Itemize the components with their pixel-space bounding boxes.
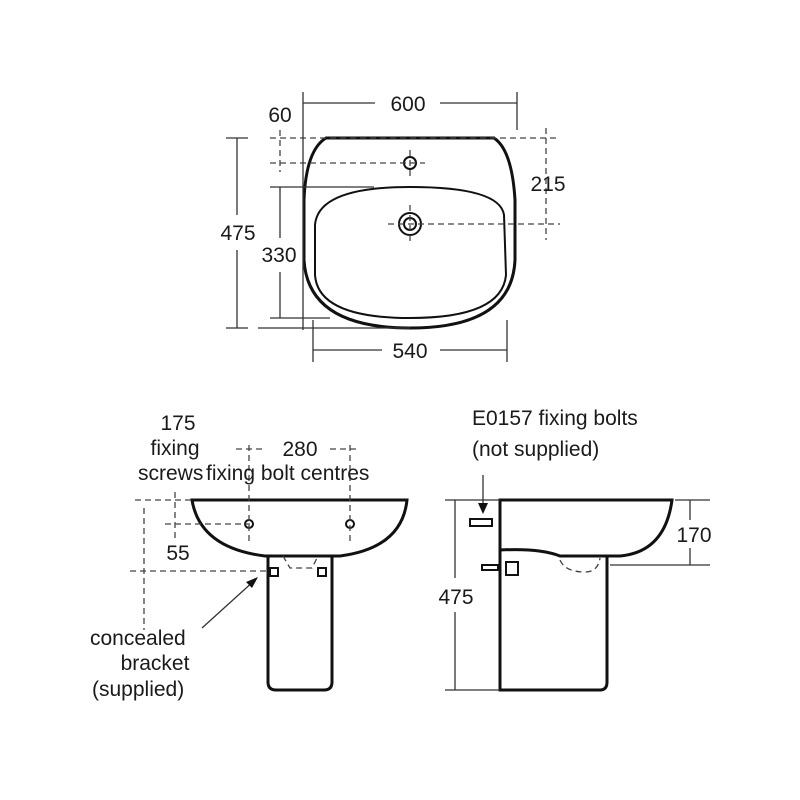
front-view: 175 fixing screws 280 fixing bolt centre… bbox=[90, 412, 409, 701]
arrow-head-icon bbox=[246, 577, 258, 588]
dimension-540: 540 bbox=[392, 340, 427, 363]
label-fixing-bolt-centres: fixing bolt centres bbox=[206, 462, 369, 485]
fixing-bolt-lower bbox=[481, 564, 499, 571]
label-fixing: fixing bbox=[150, 437, 199, 460]
bracket bbox=[269, 567, 279, 577]
bracket bbox=[505, 561, 519, 576]
bowl-outline bbox=[314, 185, 508, 320]
label-not-supplied: (not supplied) bbox=[472, 438, 599, 461]
arrow-head-icon bbox=[478, 503, 488, 514]
basin-front-outline bbox=[190, 498, 409, 558]
pedestal-front bbox=[266, 556, 334, 692]
arrow-line bbox=[201, 579, 256, 629]
dimension-475-side: 475 bbox=[438, 586, 473, 609]
plan-view: 600 60 475 330 215 540 bbox=[220, 92, 566, 363]
dimension-330: 330 bbox=[261, 244, 296, 267]
label-screws: screws bbox=[138, 462, 203, 485]
dimension-280: 280 bbox=[282, 438, 317, 461]
bracket bbox=[317, 567, 327, 577]
basin-outline bbox=[302, 136, 517, 330]
side-view: E0157 fixing bolts (not supplied) 475 17… bbox=[438, 407, 712, 692]
pedestal-hidden-line bbox=[559, 557, 601, 573]
pedestal-side bbox=[498, 550, 609, 692]
dimension-215: 215 bbox=[530, 173, 565, 196]
pedestal-hidden-line bbox=[282, 555, 319, 569]
dimension-475: 475 bbox=[220, 222, 255, 245]
dimension-60: 60 bbox=[268, 104, 291, 127]
label-e0157-bolts: E0157 fixing bolts bbox=[472, 407, 638, 430]
label-concealed: concealed bbox=[90, 627, 186, 650]
basin-side-outline bbox=[498, 498, 674, 558]
dimension-170: 170 bbox=[676, 524, 711, 547]
fixing-bolt-upper bbox=[469, 518, 493, 527]
dimension-55: 55 bbox=[166, 542, 189, 565]
label-bracket: bracket bbox=[121, 652, 190, 675]
label-supplied: (supplied) bbox=[92, 678, 184, 701]
dimension-600: 600 bbox=[390, 93, 425, 116]
label-175: 175 bbox=[160, 412, 195, 435]
